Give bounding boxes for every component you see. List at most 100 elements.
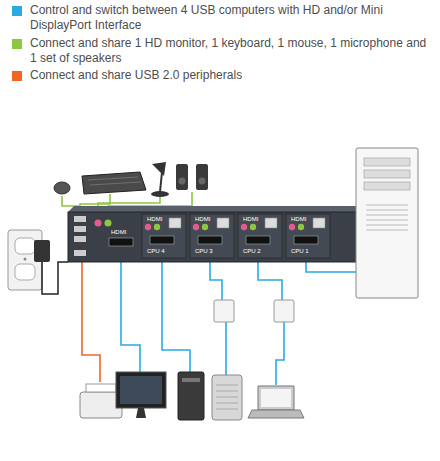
port-panel bbox=[286, 214, 330, 258]
drive-bay bbox=[182, 378, 200, 382]
cpu2-cable bbox=[258, 262, 282, 300]
speaker bbox=[196, 164, 208, 190]
keyboard-keys bbox=[88, 177, 141, 185]
usb-b-port bbox=[169, 218, 181, 228]
legend-item: Connect and share USB 2.0 peripherals bbox=[12, 68, 428, 83]
laptop-lid bbox=[258, 386, 294, 410]
mic-jack bbox=[95, 220, 102, 227]
mac-cable bbox=[225, 322, 227, 375]
monitor-cable bbox=[121, 262, 140, 372]
vent bbox=[366, 210, 408, 211]
speaker bbox=[176, 164, 188, 190]
audio-jack bbox=[105, 220, 112, 227]
port-group bbox=[286, 214, 330, 258]
pc-case bbox=[356, 148, 418, 298]
pc-tower bbox=[356, 148, 418, 298]
port-label: CPU 3 bbox=[195, 248, 213, 255]
screw bbox=[24, 258, 27, 261]
legend-item: Connect and share 1 HD monitor, 1 keyboa… bbox=[12, 36, 428, 66]
hdmi-port bbox=[109, 238, 133, 246]
legend-text: Connect and share USB 2.0 peripherals bbox=[30, 68, 428, 83]
port-panel bbox=[238, 214, 282, 258]
kvm-top bbox=[68, 206, 384, 212]
kvm-switch bbox=[68, 206, 384, 262]
hdmi-port bbox=[150, 236, 174, 244]
mic-jack bbox=[145, 224, 151, 230]
vent bbox=[366, 230, 408, 231]
port-label: HDMI bbox=[243, 216, 258, 223]
port-label: HDMI bbox=[147, 216, 162, 223]
laptop-cable bbox=[276, 322, 284, 385]
kvm-front bbox=[68, 212, 378, 262]
usb-port bbox=[74, 250, 86, 256]
audio-jack bbox=[298, 224, 304, 230]
port-group bbox=[238, 214, 282, 258]
drive-bay bbox=[364, 182, 410, 190]
monitor-stand bbox=[136, 408, 146, 418]
speaker-cone bbox=[199, 178, 206, 185]
microphone-stem bbox=[160, 172, 162, 192]
port-panel bbox=[190, 214, 234, 258]
monitor bbox=[116, 372, 166, 408]
socket bbox=[15, 238, 35, 254]
port-label: HDMI bbox=[291, 216, 306, 223]
socket bbox=[15, 264, 35, 280]
legend-text: Control and switch between 4 USB compute… bbox=[30, 3, 428, 33]
printer-paper bbox=[86, 384, 116, 392]
drive-bay bbox=[364, 170, 410, 178]
mic-jack bbox=[241, 224, 247, 230]
port-label: HDMI bbox=[111, 229, 126, 236]
usb-port bbox=[74, 236, 86, 242]
mouse bbox=[54, 182, 70, 194]
cpu4-cable bbox=[162, 262, 190, 372]
drive-bay bbox=[364, 158, 410, 166]
hdmi-port bbox=[198, 236, 222, 244]
mac-pro bbox=[212, 375, 242, 420]
legend-swatch bbox=[12, 6, 22, 16]
monitor-screen bbox=[120, 376, 162, 404]
audio-jack bbox=[154, 224, 160, 230]
grille bbox=[216, 403, 238, 404]
power-adapter bbox=[34, 240, 50, 262]
mic-jack bbox=[289, 224, 295, 230]
grille bbox=[216, 391, 238, 392]
port-group bbox=[190, 214, 234, 258]
usb-cable bbox=[82, 262, 100, 382]
desktop-tower bbox=[178, 372, 204, 420]
audio-jack bbox=[202, 224, 208, 230]
mic-jack bbox=[193, 224, 199, 230]
microphone-base bbox=[151, 191, 169, 197]
cpu3-cable bbox=[210, 262, 222, 300]
laptop-base bbox=[248, 410, 304, 418]
port-group bbox=[142, 214, 186, 258]
cpu1-cable bbox=[306, 262, 356, 272]
usb-b-port bbox=[313, 218, 325, 228]
hdmi-port bbox=[294, 236, 318, 244]
vent bbox=[366, 225, 408, 226]
audio-jack bbox=[250, 224, 256, 230]
microphone-head bbox=[152, 162, 166, 176]
vent bbox=[366, 205, 408, 206]
legend-item: Control and switch between 4 USB compute… bbox=[12, 3, 428, 33]
legend-swatch bbox=[12, 39, 22, 49]
grille bbox=[216, 409, 238, 410]
usb-port bbox=[74, 226, 86, 232]
port-label: CPU 2 bbox=[243, 248, 261, 255]
port-label: CPU 1 bbox=[291, 248, 309, 255]
port-groups bbox=[142, 214, 330, 258]
usb-port bbox=[74, 216, 86, 222]
hdmi-port bbox=[246, 236, 270, 244]
laptop-screen bbox=[261, 389, 291, 407]
display-adapter bbox=[274, 300, 294, 322]
grille bbox=[216, 397, 238, 398]
display-adapter bbox=[214, 300, 234, 322]
power-cable bbox=[42, 262, 68, 294]
keyboard bbox=[82, 172, 146, 194]
port-panel bbox=[142, 214, 186, 258]
usb-b-port bbox=[217, 218, 229, 228]
grille bbox=[216, 385, 238, 386]
speaker-cone bbox=[179, 178, 186, 185]
bottom-devices bbox=[80, 372, 304, 420]
